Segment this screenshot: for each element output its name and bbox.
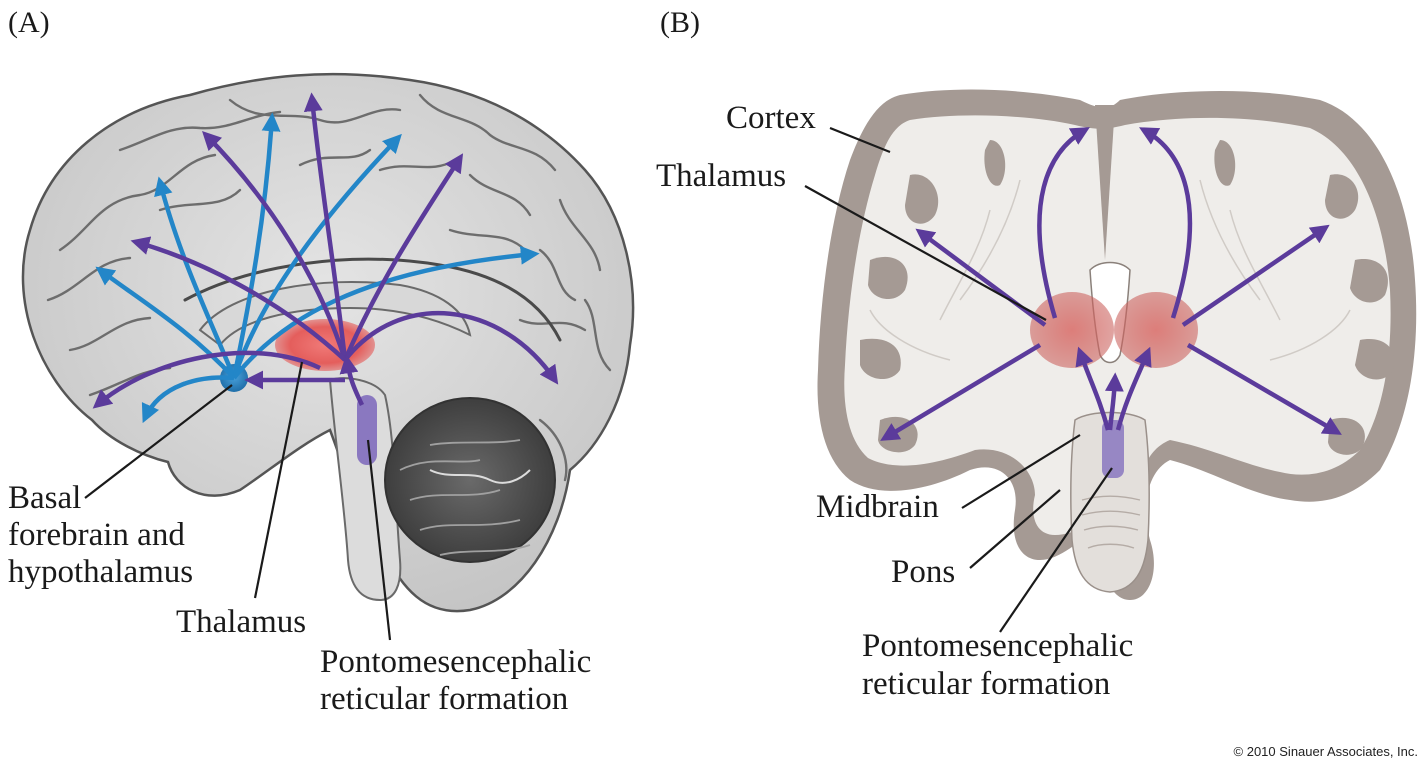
label-prf-a-line1: Pontomesencephalic (320, 644, 591, 680)
coronal-projections (880, 127, 1342, 441)
reticular-formation-region-a (357, 395, 377, 465)
label-basal-line3: hypothalamus (8, 554, 193, 590)
label-thalamus-b: Thalamus (656, 158, 786, 194)
panel-a-letter: (A) (8, 6, 50, 39)
label-basal-line1: Basal (8, 480, 81, 516)
copyright-notice: © 2010 Sinauer Associates, Inc. (1234, 744, 1418, 759)
corpus-callosum (198, 281, 472, 347)
thalamic-projections (92, 92, 559, 409)
cerebellum (384, 397, 556, 563)
label-pons: Pons (891, 554, 955, 590)
reticular-formation-region-b (1102, 420, 1124, 478)
label-cortex: Cortex (726, 100, 816, 136)
panel-b-letter: (B) (660, 6, 700, 39)
fiber-texture (869, 179, 1351, 361)
label-prf-a-line2: reticular formation (320, 681, 568, 717)
leader-lines-b (804, 126, 1113, 633)
label-midbrain: Midbrain (816, 489, 939, 525)
panel-a: (A) (8, 6, 635, 717)
leader-lines-a (84, 361, 392, 641)
label-prf-b-line1: Pontomesencephalic (862, 628, 1133, 664)
pons-striations (1081, 495, 1141, 549)
cortical-folds (860, 105, 1395, 455)
brainstem (328, 377, 402, 602)
label-thalamus-a: Thalamus (176, 604, 306, 640)
label-basal-line2: forebrain and (8, 517, 185, 553)
thalamus-right-b (1114, 292, 1198, 368)
label-prf-b-line2: reticular formation (862, 666, 1110, 702)
panel-b: (B) (656, 6, 1417, 702)
thalamus-left-b (1030, 292, 1114, 368)
